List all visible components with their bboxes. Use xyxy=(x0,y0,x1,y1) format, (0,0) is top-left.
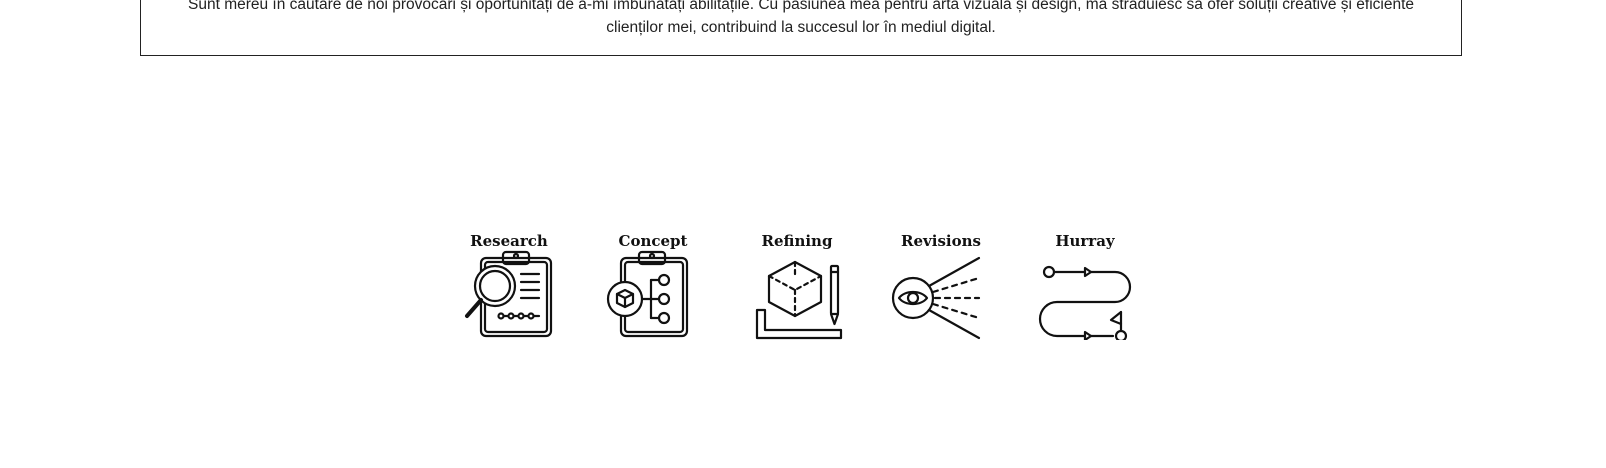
process-step-hurray: Hurray xyxy=(1013,232,1157,340)
eye-vision-icon xyxy=(891,256,981,340)
process-step-refining: Refining xyxy=(725,232,869,340)
step-label: Research xyxy=(470,232,548,250)
clipboard-magnifier-icon xyxy=(465,250,553,338)
about-text-line-2: clienților mei, contribuind la succesul … xyxy=(606,18,996,36)
about-text-box: Sunt mereu în căutare de noi provocări ș… xyxy=(140,0,1462,56)
step-label: Revisions xyxy=(901,232,981,250)
process-step-concept: Concept xyxy=(581,232,725,340)
process-step-revisions: Revisions xyxy=(869,232,1013,340)
step-label: Hurray xyxy=(1055,232,1115,250)
process-step-research: Research xyxy=(437,232,581,340)
path-flag-icon xyxy=(1038,265,1132,340)
process-steps: Research Concept xyxy=(437,232,1157,340)
about-text-line-1: Sunt mereu în căutare de noi provocări ș… xyxy=(188,0,1414,13)
step-label: Concept xyxy=(618,232,688,250)
step-label: Refining xyxy=(761,232,833,250)
clipboard-flowchart-icon xyxy=(606,250,689,338)
cube-pencil-icon xyxy=(755,260,843,340)
